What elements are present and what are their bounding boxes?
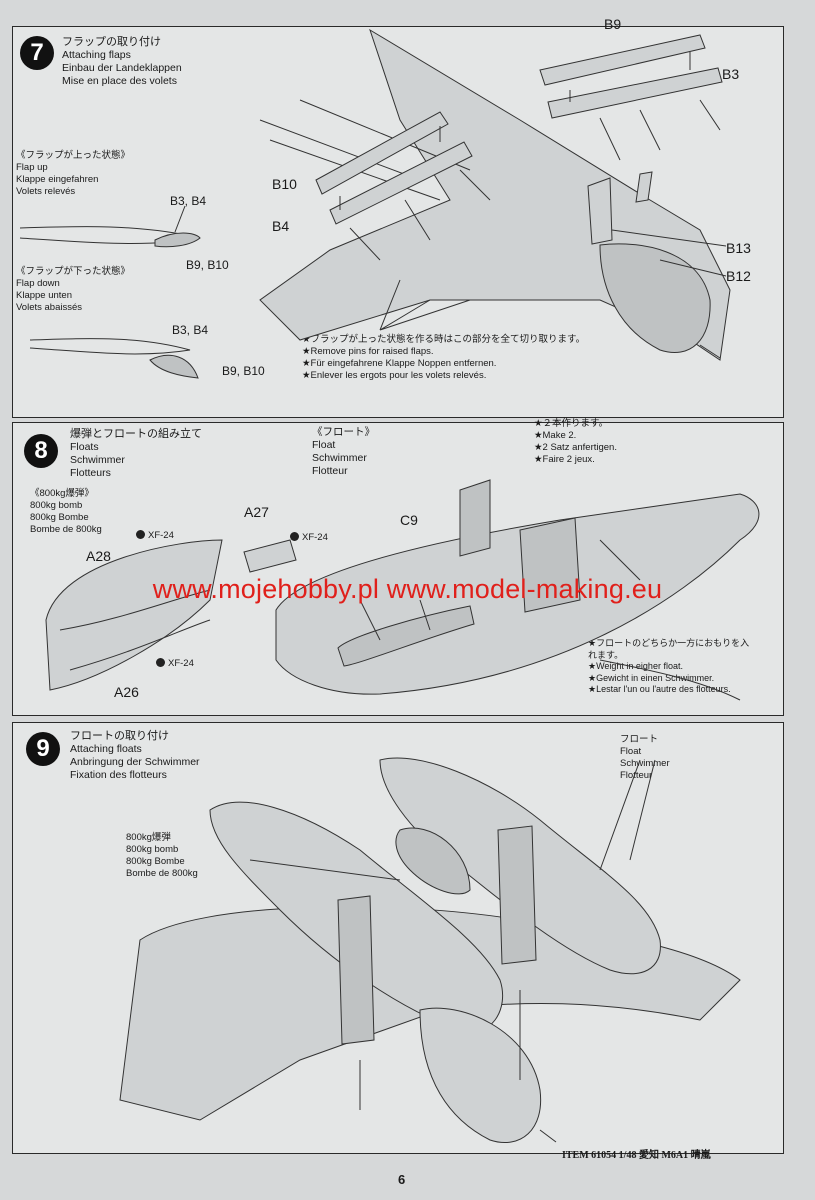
part-label-b3: B3	[722, 66, 740, 82]
step-8-title: 爆弾とフロートの組み立て Floats Schwimmer Flotteurs	[70, 428, 202, 480]
part-label-a26: A26	[114, 684, 139, 700]
part-label-b13: B13	[726, 240, 751, 256]
step-7-note-de: ★Für eingefahrene Klappe Noppen entferne…	[302, 358, 497, 369]
part-label-a27: A27	[244, 504, 269, 520]
part-label-b3-b4-down: B3, B4	[172, 323, 209, 337]
step-7-title-fr: Mise en place des volets	[62, 75, 177, 87]
part-label-b3-b4-up: B3, B4	[170, 194, 207, 208]
step-8-title-fr: Flotteurs	[70, 467, 111, 479]
part-label-b9-b10-up: B9, B10	[186, 258, 229, 272]
paint-callout-3: XF-24	[156, 658, 194, 669]
step-9-aircraft-drawing	[119, 757, 741, 1144]
bomb-caption-fr: Bombe de 800kg	[30, 524, 102, 535]
bomb-caption-jp: 《800kg爆弾》	[30, 488, 94, 499]
make-two-jp: ★２本作ります。	[534, 418, 609, 429]
flap-down-jp: 《フラップが下った状態》	[16, 266, 131, 277]
step-9-bomb-en: 800kg bomb	[126, 844, 179, 855]
weight-note-en: ★Weight in eigher float.	[588, 661, 683, 671]
part-label-c9: C9	[400, 512, 418, 528]
flap-down-de: Klappe unten	[16, 290, 72, 301]
step-8-float-drawing	[45, 479, 760, 701]
bomb-caption-de: 800kg Bombe	[30, 512, 89, 523]
step-8-title-de: Schwimmer	[70, 454, 125, 466]
paint-code-1: XF-24	[148, 530, 174, 541]
make-two-note: ★２本作ります。 ★Make 2. ★2 Satz anfertigen. ★F…	[534, 418, 617, 466]
flap-up-jp: 《フラップが上った状態》	[16, 150, 131, 161]
weight-note: ★フロートのどちらか一方におもりを入れます。 ★Weight in eigher…	[588, 638, 758, 696]
flap-up-caption: 《フラップが上った状態》 Flap up Klappe eingefahren …	[16, 150, 130, 198]
part-label-b10: B10	[272, 176, 297, 192]
step-9-title-jp: フロートの取り付け	[70, 730, 169, 742]
step-7-note-fr: ★Enlever les ergots pour les volets rele…	[302, 370, 487, 381]
flap-down-caption: 《フラップが下った状態》 Flap down Klappe unten Vole…	[16, 266, 130, 314]
flap-up-fr: Volets relevés	[16, 186, 76, 197]
paint-code-3: XF-24	[168, 658, 194, 669]
paint-dot-icon	[136, 530, 145, 539]
paint-dot-icon	[156, 658, 165, 667]
step-9-bomb-fr: Bombe de 800kg	[126, 868, 198, 879]
flap-up-de: Klappe eingefahren	[16, 174, 99, 185]
weight-note-jp: ★フロートのどちらか一方におもりを入れます。	[588, 638, 750, 660]
step-8-title-jp: 爆弾とフロートの組み立て	[70, 428, 202, 440]
step-9-title: フロートの取り付け Attaching floats Anbringung de…	[70, 730, 200, 782]
part-label-b4: B4	[272, 218, 290, 234]
step-9-float-fr: Flotteur	[620, 770, 653, 781]
make-two-fr: ★Faire 2 jeux.	[534, 454, 595, 465]
paint-dot-icon	[290, 532, 299, 541]
part-label-a28: A28	[86, 548, 111, 564]
step-9-title-de: Anbringung der Schwimmer	[70, 756, 200, 768]
step-7-title-de: Einbau der Landeklappen	[62, 62, 182, 74]
bomb-caption: 《800kg爆弾》 800kg bomb 800kg Bombe Bombe d…	[30, 488, 102, 536]
paint-code-2: XF-24	[302, 532, 328, 543]
step-9-float-en: Float	[620, 746, 642, 757]
paint-callout-1: XF-24	[136, 530, 174, 541]
step-9-title-fr: Fixation des flotteurs	[70, 769, 167, 781]
float-caption-fr: Flotteur	[312, 465, 348, 477]
part-label-b9: B9	[604, 16, 622, 32]
step-9-float-de: Schwimmer	[620, 758, 670, 769]
step-7-note-en: ★Remove pins for raised flaps.	[302, 346, 434, 357]
float-caption-de: Schwimmer	[312, 452, 367, 464]
step-9-bomb-jp: 800kg爆弾	[126, 832, 171, 843]
step-7-title-jp: フラップの取り付け	[62, 36, 161, 48]
step-9-title-en: Attaching floats	[70, 743, 142, 755]
step-9-float-caption: フロート Float Schwimmer Flotteur	[620, 734, 670, 782]
step-7-number: 7	[20, 36, 54, 70]
step-9-float-jp: フロート	[620, 734, 659, 745]
float-caption-en: Float	[312, 439, 336, 451]
step-9-bomb-caption: 800kg爆弾 800kg bomb 800kg Bombe Bombe de …	[126, 832, 198, 880]
step-9-number: 9	[26, 732, 60, 766]
step-8-title-en: Floats	[70, 441, 99, 453]
flap-down-en: Flap down	[16, 278, 60, 289]
float-caption: 《フロート》 Float Schwimmer Flotteur	[312, 426, 375, 478]
weight-note-de: ★Gewicht in einen Schwimmer.	[588, 672, 715, 683]
item-footer: ITEM 61054 1/48 愛知 M6A1 晴嵐	[562, 1150, 711, 1161]
step-7-title: フラップの取り付け Attaching flaps Einbau der Lan…	[62, 36, 182, 88]
step-8-number: 8	[24, 434, 58, 468]
make-two-de: ★2 Satz anfertigen.	[534, 442, 617, 453]
step-7-aircraft-drawing	[19, 28, 731, 379]
part-label-b12: B12	[726, 268, 751, 284]
step-7-title-en: Attaching flaps	[62, 49, 131, 61]
make-two-en: ★Make 2.	[534, 430, 577, 441]
watermark-text: www.mojehobby.pl www.model-making.eu	[152, 574, 663, 604]
flap-up-en: Flap up	[16, 162, 48, 173]
step-9-bomb-de: 800kg Bombe	[126, 856, 185, 867]
step-7-note-jp: ★フラップが上った状態を作る時はこの部分を全て切り取ります。	[302, 334, 586, 345]
part-label-b9-b10-down: B9, B10	[222, 364, 265, 378]
flap-down-fr: Volets abaissés	[16, 302, 83, 313]
weight-note-fr: ★Lestar l'un ou l'autre des flotteurs.	[588, 684, 731, 694]
bomb-caption-en: 800kg bomb	[30, 500, 83, 511]
page-number: 6	[398, 1172, 406, 1187]
float-caption-jp: 《フロート》	[312, 426, 375, 438]
step-7-note: ★フラップが上った状態を作る時はこの部分を全て切り取ります。 ★Remove p…	[302, 334, 585, 382]
paint-callout-2: XF-24	[290, 532, 328, 543]
